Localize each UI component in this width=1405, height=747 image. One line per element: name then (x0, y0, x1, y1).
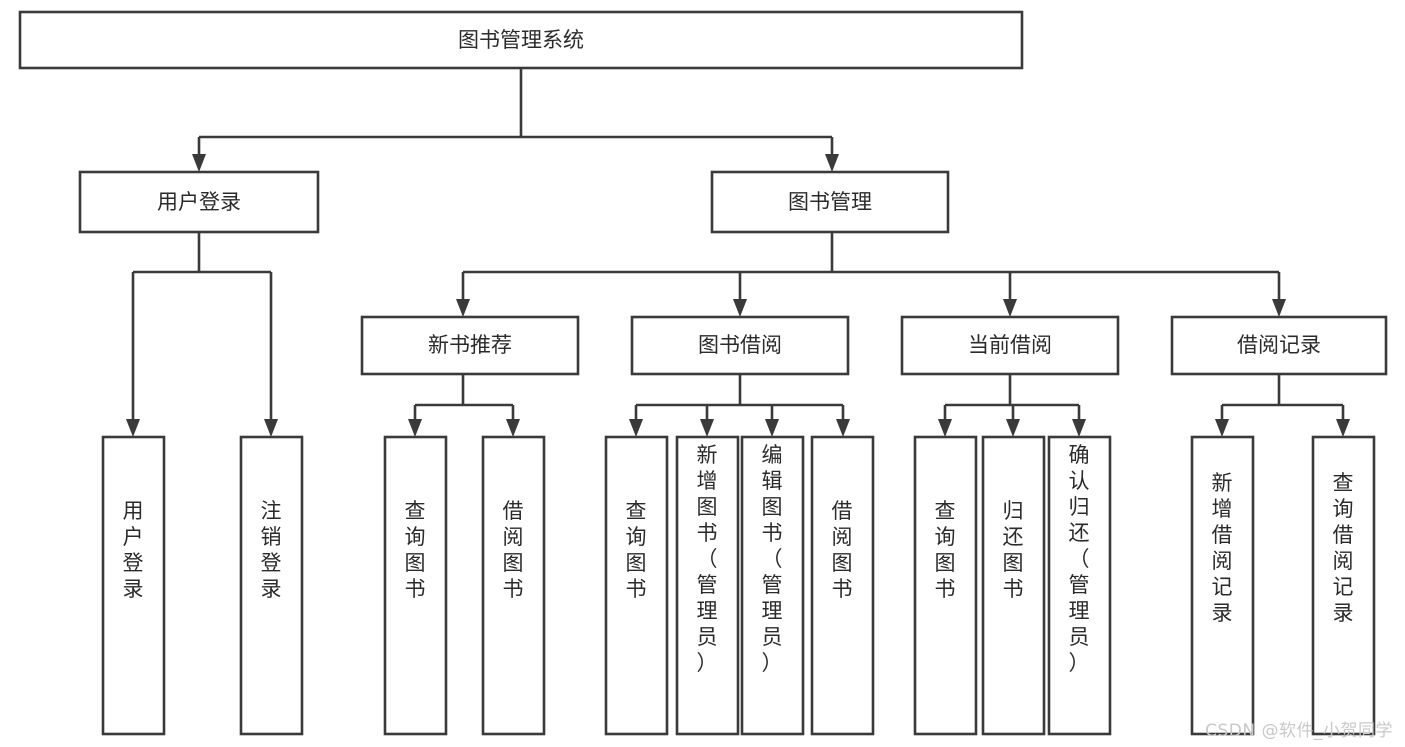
leaf-label: 新增图书（管理员） (697, 443, 718, 675)
leaf-label: 用户登录 (123, 499, 144, 601)
root-box[interactable] (18, 10, 1024, 70)
node-new-book-recommend[interactable]: 新书推荐 (360, 315, 580, 376)
leaf-user-login-1[interactable]: 用户登录 (101, 435, 166, 736)
node-current-borrow[interactable]: 当前借阅 (900, 315, 1120, 376)
borrow-record-label: 借阅记录 (1237, 333, 1321, 357)
book-management-box[interactable] (710, 170, 950, 234)
leaf-box[interactable] (481, 435, 546, 736)
node-book-borrow[interactable]: 图书借阅 (630, 315, 850, 376)
leaf-label: 查询图书 (935, 499, 956, 601)
arrowhead-leaf-bb3 (765, 419, 779, 437)
arrowhead-leaf-logout (264, 419, 278, 437)
leaf-new-book-2[interactable]: 借阅图书 (481, 435, 546, 736)
leaf-label: 借阅图书 (503, 499, 524, 601)
arrowhead-leaf-br1 (1215, 419, 1229, 437)
leaf-box[interactable] (604, 435, 669, 736)
leaf-box[interactable] (913, 435, 978, 736)
book-borrow-box[interactable] (630, 315, 850, 376)
borrow-record-box[interactable] (1170, 315, 1388, 376)
arrowhead-leaf-cb3 (1072, 419, 1086, 437)
leaf-label: 借阅图书 (832, 499, 853, 601)
leaf-borrow-record-1[interactable]: 新增借阅记录 (1190, 435, 1255, 736)
user-login-box[interactable] (78, 170, 320, 234)
leaf-box[interactable] (101, 435, 166, 736)
leaf-book-borrow-4[interactable]: 借阅图书 (810, 435, 875, 736)
leaf-label: 确认归还（管理员） (1069, 443, 1090, 675)
leaf-box[interactable] (675, 435, 740, 736)
arrowhead-leaf-br2 (1336, 419, 1350, 437)
leaf-new-book-1[interactable]: 查询图书 (383, 435, 448, 736)
arrowhead-bookborrow (733, 299, 747, 317)
user-login-label: 用户登录 (157, 190, 241, 214)
leaf-box[interactable] (810, 435, 875, 736)
arrowhead-leaf-bb4 (836, 419, 850, 437)
leaf-label: 归还图书 (1003, 499, 1024, 601)
leaf-user-login-2[interactable]: 注销登录 (239, 435, 304, 736)
arrowhead-borrowrecord (1272, 299, 1286, 317)
arrowhead-userlogin (192, 154, 206, 172)
leaf-current-borrow-3[interactable]: 确认归还（管理员） (1047, 435, 1112, 736)
node-borrow-record[interactable]: 借阅记录 (1170, 315, 1388, 376)
leaf-book-borrow-3[interactable]: 编辑图书（管理员） (740, 435, 805, 736)
book-borrow-label: 图书借阅 (698, 333, 782, 357)
leaf-box[interactable] (981, 435, 1046, 736)
node-user-login[interactable]: 用户登录 (78, 170, 320, 234)
arrowhead-leaf-bb1 (629, 419, 643, 437)
arrowhead-leaf-user-login (126, 419, 140, 437)
leaf-book-borrow-1[interactable]: 查询图书 (604, 435, 669, 736)
leaf-label: 查询图书 (626, 499, 647, 601)
new-book-recommend-label: 新书推荐 (428, 333, 512, 357)
arrowhead-newbook (456, 299, 470, 317)
arrowhead-leaf-cb2 (1006, 419, 1020, 437)
current-borrow-box[interactable] (900, 315, 1120, 376)
leaf-box[interactable] (1047, 435, 1112, 736)
arrowhead-leaf-bb2 (700, 419, 714, 437)
leaf-box[interactable] (1190, 435, 1255, 736)
leaf-label: 查询借阅记录 (1333, 471, 1354, 625)
leaf-box[interactable] (383, 435, 448, 736)
leaf-borrow-record-2[interactable]: 查询借阅记录 (1311, 435, 1376, 736)
edges-layer (126, 68, 1350, 437)
leaf-current-borrow-1[interactable]: 查询图书 (913, 435, 978, 736)
leaf-box[interactable] (740, 435, 805, 736)
node-root[interactable]: 图书管理系统 (18, 10, 1024, 70)
node-book-management[interactable]: 图书管理 (710, 170, 950, 234)
arrowhead-currentborrow (1003, 299, 1017, 317)
leaf-box[interactable] (239, 435, 304, 736)
leaf-label: 编辑图书（管理员） (762, 443, 783, 675)
arrowhead-leaf-cb1 (938, 419, 952, 437)
current-borrow-label: 当前借阅 (968, 333, 1052, 357)
leaf-label: 新增借阅记录 (1212, 471, 1233, 625)
new-book-recommend-box[interactable] (360, 315, 580, 376)
leaf-book-borrow-2[interactable]: 新增图书（管理员） (675, 435, 740, 736)
arrowhead-leaf-nb1 (408, 419, 422, 437)
leaf-label: 注销登录 (261, 499, 282, 601)
leaf-label: 查询图书 (405, 499, 426, 601)
book-management-label: 图书管理 (788, 190, 872, 214)
root-label: 图书管理系统 (458, 28, 584, 52)
leaf-box[interactable] (1311, 435, 1376, 736)
arrowhead-leaf-nb2 (506, 419, 520, 437)
leaf-current-borrow-2[interactable]: 归还图书 (981, 435, 1046, 736)
arrowhead-bookmgmt (825, 154, 839, 172)
